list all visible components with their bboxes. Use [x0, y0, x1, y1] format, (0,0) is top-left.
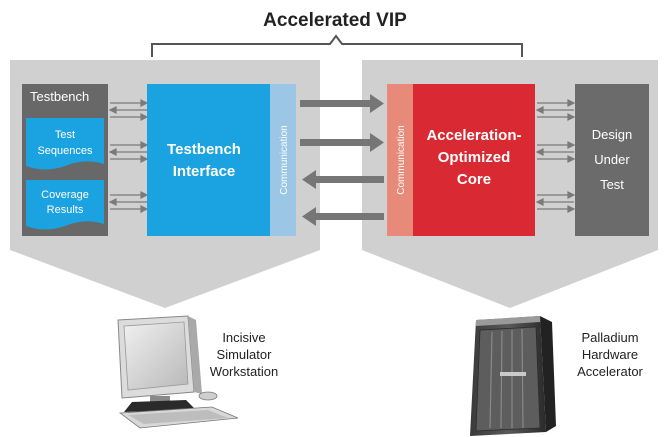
workstation-caption-line3: Workstation [210, 364, 278, 379]
big-arrows [300, 94, 384, 226]
left-communication-strip [270, 84, 296, 236]
coverage-results-line1: Coverage [41, 189, 89, 201]
dut-line3: Test [600, 177, 624, 192]
palladium-accelerator-icon [470, 316, 556, 436]
design-under-test-box [575, 84, 649, 236]
diagram-title: Accelerated VIP [263, 10, 407, 31]
testbench-interface-line1: Testbench [167, 141, 241, 158]
left-signal-arrows [108, 99, 149, 213]
right-signal-arrows [535, 99, 576, 213]
workstation-caption-line1: Incisive [222, 330, 265, 345]
core-line3: Core [457, 171, 491, 188]
right-communication-label: Communication [396, 125, 407, 194]
palladium-caption-line1: Palladium [581, 330, 638, 345]
right-communication-strip [387, 84, 413, 236]
palladium-caption-line3: Accelerator [577, 364, 643, 379]
arrow-left-2 [302, 207, 384, 226]
left-communication-label: Communication [279, 125, 290, 194]
dut-line1: Design [592, 127, 632, 142]
test-sequences-line1: Test [55, 129, 75, 141]
arrow-left-1 [302, 170, 384, 189]
core-line2: Optimized [438, 149, 511, 166]
testbench-label: Testbench [30, 89, 89, 104]
core-line1: Acceleration- [426, 127, 521, 144]
arrow-right-2 [300, 133, 384, 152]
workstation-icon [117, 315, 239, 429]
dut-line2: Under [594, 152, 630, 167]
arrow-right-1 [300, 94, 384, 113]
title-bracket [151, 34, 523, 57]
test-sequences-box [26, 118, 104, 170]
workstation-caption-line2: Simulator [217, 347, 273, 362]
coverage-results-line2: Results [47, 204, 84, 216]
testbench-interface-box [147, 84, 270, 236]
test-sequences-line2: Sequences [37, 145, 93, 157]
coverage-results-box [26, 180, 104, 230]
acceleration-core-box [413, 84, 535, 236]
palladium-caption-line2: Hardware [582, 347, 638, 362]
testbench-interface-line2: Interface [173, 163, 236, 180]
